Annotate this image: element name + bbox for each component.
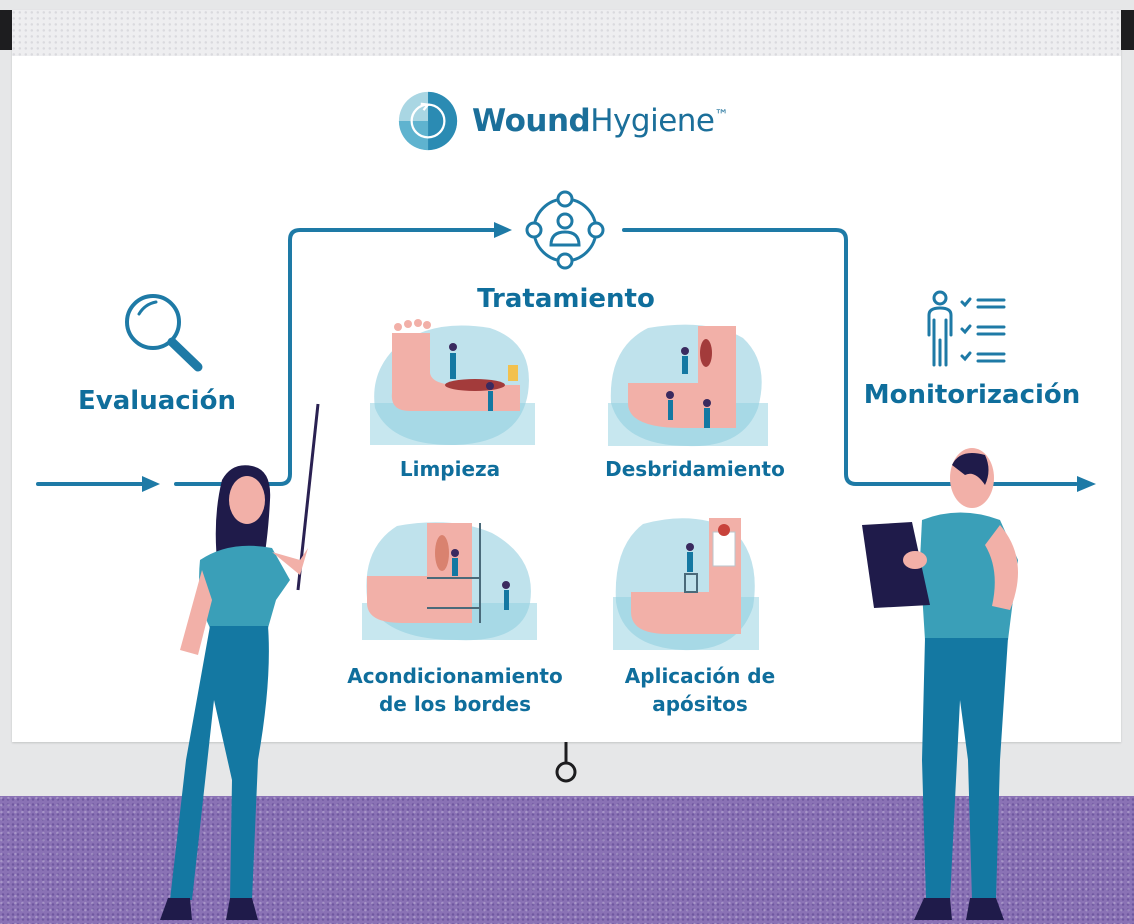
wound-hygiene-logo-icon <box>398 91 458 151</box>
debridement-illustration <box>608 324 768 447</box>
presenter-man <box>862 448 1018 920</box>
arrow-head-3 <box>1077 476 1096 492</box>
arrow-head-2 <box>494 222 512 238</box>
presenter-woman <box>160 465 308 920</box>
left-edge-bar <box>0 10 12 50</box>
treatment-debridement-label: Desbridamiento <box>605 457 785 481</box>
board-hook <box>555 742 577 783</box>
treatment-edge-conditioning-label: Acondicionamiento de los bordes <box>330 662 580 718</box>
wound-hygiene-logo: WoundHygiene™ <box>398 86 728 156</box>
logo-name-part1: Wound <box>472 103 591 139</box>
step-monitoring-label: Monitorización <box>863 380 1081 410</box>
logo-wordmark: WoundHygiene™ <box>472 103 728 139</box>
person-network-icon <box>525 190 605 270</box>
cleaning-illustration <box>370 319 535 446</box>
logo-trademark: ™ <box>714 107 729 124</box>
dressing-line2: apósitos <box>652 692 748 716</box>
step-evaluation-label: Evaluación <box>78 386 236 416</box>
edge-conditioning-line1: Acondicionamiento <box>347 664 563 688</box>
whiteboard-top-band <box>12 10 1121 56</box>
right-edge-bar <box>1121 10 1134 50</box>
magnifier-icon <box>125 294 203 372</box>
edge-conditioning-line2: de los bordes <box>378 692 531 716</box>
person-checklist-icon <box>927 290 1006 367</box>
edge-conditioning-illustration <box>362 522 537 641</box>
treatment-cleaning-label: Limpieza <box>399 457 501 481</box>
dressing-line1: Aplicación de <box>624 664 776 688</box>
treatment-dressing-label: Aplicación de apósitos <box>595 662 805 718</box>
dressing-application-illustration <box>613 518 759 651</box>
arrow-head-1 <box>142 476 160 492</box>
logo-name-part2: Hygiene <box>590 103 715 139</box>
step-treatment-label: Tratamiento <box>477 284 655 314</box>
